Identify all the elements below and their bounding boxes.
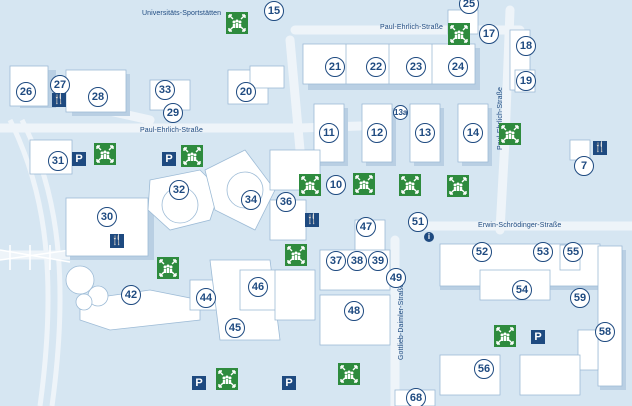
building-marker[interactable]: 22 (366, 57, 386, 77)
building-marker[interactable]: 55 (563, 242, 583, 262)
building-marker[interactable]: 17 (479, 24, 499, 44)
building-marker[interactable]: 13a (393, 105, 408, 120)
building-marker[interactable]: 7 (574, 156, 594, 176)
building-marker[interactable]: 12 (367, 123, 387, 143)
restaurant-icon: 🍴 (110, 234, 124, 248)
street-label-paul-ehrlich-mid: Paul-Ehrlich-Straße (140, 127, 203, 134)
building-marker[interactable]: 32 (169, 180, 189, 200)
building-marker[interactable]: 44 (196, 288, 216, 308)
building-marker[interactable]: 39 (368, 251, 388, 271)
assembly-point-icon (94, 143, 116, 165)
building-marker[interactable]: 58 (595, 322, 615, 342)
restaurant-icon: 🍴 (593, 141, 607, 155)
building-marker[interactable]: 33 (155, 80, 175, 100)
building-marker[interactable]: 47 (356, 217, 376, 237)
info-icon[interactable]: i (424, 232, 434, 242)
building-marker[interactable]: 30 (97, 207, 117, 227)
building-marker[interactable]: 42 (121, 285, 141, 305)
building-marker[interactable]: 56 (474, 359, 494, 379)
building-marker[interactable]: 19 (516, 71, 536, 91)
parking-icon: P (282, 376, 296, 390)
assembly-point-icon (226, 12, 248, 34)
restaurant-icon: 🍴 (305, 213, 319, 227)
building-marker[interactable]: 23 (406, 57, 426, 77)
street-label-schroedinger: Erwin-Schrödinger-Straße (478, 222, 562, 229)
assembly-point-icon (353, 173, 375, 195)
building-marker[interactable]: 51 (408, 212, 428, 232)
parking-icon: P (162, 152, 176, 166)
parking-icon: P (531, 330, 545, 344)
building-marker[interactable]: 20 (236, 82, 256, 102)
building-marker[interactable]: 37 (326, 251, 346, 271)
building-marker[interactable]: 31 (48, 151, 68, 171)
assembly-point-icon (447, 175, 469, 197)
building-marker[interactable]: 38 (347, 251, 367, 271)
building-marker[interactable]: 24 (448, 57, 468, 77)
parking-icon: P (192, 376, 206, 390)
building-marker[interactable]: 14 (463, 123, 483, 143)
parking-icon: P (72, 152, 86, 166)
building-marker[interactable]: 21 (325, 57, 345, 77)
building-marker[interactable]: 59 (570, 288, 590, 308)
assembly-point-icon (399, 174, 421, 196)
restaurant-icon: 🍴 (52, 93, 66, 107)
assembly-point-icon (499, 123, 521, 145)
building-marker[interactable]: 26 (16, 82, 36, 102)
building-marker[interactable]: 15 (264, 1, 284, 21)
building-marker[interactable]: 46 (248, 277, 268, 297)
assembly-point-icon (285, 244, 307, 266)
building-marker[interactable]: 13 (415, 123, 435, 143)
assembly-point-icon (181, 145, 203, 167)
building-marker[interactable]: 18 (516, 36, 536, 56)
street-label-sportstaetten: Universitäts-Sportstätten (142, 10, 222, 17)
assembly-point-icon (216, 368, 238, 390)
building-marker[interactable]: 68 (406, 388, 426, 406)
building-marker[interactable]: 54 (512, 280, 532, 300)
building-marker[interactable]: 25 (459, 0, 479, 14)
building-marker[interactable]: 53 (533, 242, 553, 262)
assembly-point-icon (299, 174, 321, 196)
assembly-point-icon (494, 325, 516, 347)
building-marker[interactable]: 29 (163, 103, 183, 123)
building-marker[interactable]: 36 (276, 192, 296, 212)
building-marker[interactable]: 52 (472, 242, 492, 262)
building-marker[interactable]: 27 (50, 75, 70, 95)
building-marker[interactable]: 45 (225, 318, 245, 338)
building-marker[interactable]: 11 (319, 123, 339, 143)
building-marker[interactable]: 48 (344, 301, 364, 321)
assembly-point-icon (338, 363, 360, 385)
street-label-paul-ehrlich-top: Paul-Ehrlich-Straße (380, 24, 443, 31)
street-label-daimler: Gottlieb-Daimler-Straße (398, 283, 405, 360)
building-marker[interactable]: 49 (386, 268, 406, 288)
building-marker[interactable]: 28 (88, 87, 108, 107)
assembly-point-icon (448, 23, 470, 45)
assembly-point-icon (157, 257, 179, 279)
building-marker[interactable]: 10 (326, 175, 346, 195)
building-marker[interactable]: 34 (241, 190, 261, 210)
